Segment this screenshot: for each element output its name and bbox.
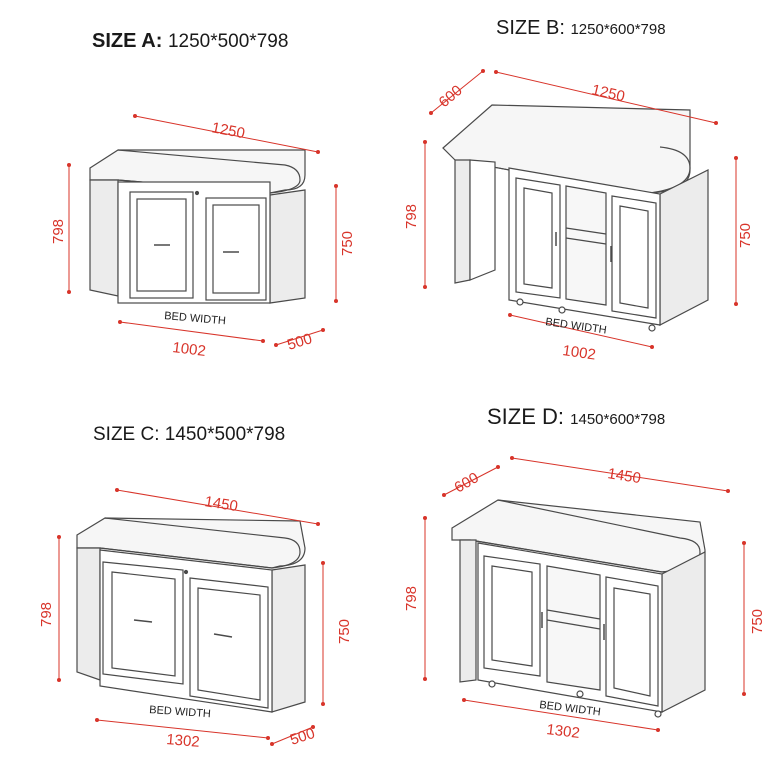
size-d-title: SIZE D: 1450*600*798 bbox=[487, 404, 665, 430]
cabinet-d bbox=[451, 499, 706, 718]
bed-width-label-b: BED WIDTH bbox=[545, 316, 608, 336]
dimensions-a bbox=[67, 114, 338, 347]
dim-line-bed-width-d bbox=[462, 698, 660, 732]
dim-line-bed-width-a bbox=[118, 320, 265, 343]
width-a: 1250 bbox=[210, 119, 246, 142]
dim-line-width-d bbox=[510, 456, 730, 493]
depth-b: 600 bbox=[436, 82, 466, 111]
dimensions-b bbox=[423, 69, 738, 349]
width-d: 1450 bbox=[606, 465, 642, 487]
size-d-label: SIZE D: bbox=[487, 404, 565, 429]
bed-width-value-a: 1002 bbox=[172, 339, 207, 360]
depth-a: 500 bbox=[285, 330, 314, 354]
height-d: 798 bbox=[403, 586, 420, 611]
height-c: 798 bbox=[38, 602, 55, 627]
inner-height-b: 750 bbox=[737, 223, 754, 248]
size-c-dims: 1450*500*798 bbox=[164, 424, 286, 445]
depth-c: 500 bbox=[288, 725, 317, 749]
width-c: 1450 bbox=[203, 493, 239, 515]
size-a-dims: 1250*500*798 bbox=[167, 31, 289, 52]
height-a: 798 bbox=[50, 219, 67, 244]
dim-line-width-b bbox=[494, 70, 718, 125]
dim-line-depth-d bbox=[442, 465, 500, 497]
dim-line-bed-width-c bbox=[95, 718, 270, 740]
bed-width-label-c: BED WIDTH bbox=[149, 704, 211, 720]
inner-height-c: 750 bbox=[336, 619, 353, 644]
size-b-dims: 1250*600*798 bbox=[570, 21, 666, 38]
size-a-label: SIZE A: bbox=[92, 30, 163, 52]
size-b-label: SIZE B: bbox=[496, 17, 565, 39]
dimensions-c bbox=[57, 488, 325, 746]
dim-line-width-c bbox=[115, 488, 320, 526]
cabinet-a bbox=[89, 149, 306, 304]
height-b: 798 bbox=[403, 204, 420, 229]
bed-width-value-c: 1302 bbox=[166, 731, 201, 751]
dim-line-width-a bbox=[133, 114, 320, 154]
size-a-title: SIZE A: 1250*500*798 bbox=[92, 30, 288, 53]
bed-width-value-b: 1002 bbox=[561, 342, 596, 363]
cabinet-c bbox=[76, 517, 306, 713]
cabinet-b bbox=[442, 104, 709, 332]
dim-line-bed-width-b bbox=[508, 313, 654, 349]
bed-width-value-d: 1302 bbox=[546, 721, 581, 742]
bed-width-label-d: BED WIDTH bbox=[539, 699, 602, 718]
dim-line-depth-b bbox=[429, 69, 485, 115]
size-b-title: SIZE B: 1250*600*798 bbox=[496, 17, 666, 40]
dimensions-d bbox=[423, 456, 746, 732]
inner-height-d: 750 bbox=[749, 609, 766, 634]
depth-d: 600 bbox=[452, 469, 482, 496]
size-c-label: SIZE C: bbox=[93, 424, 160, 445]
dim-line-depth-c bbox=[270, 725, 315, 746]
width-b: 1250 bbox=[590, 81, 626, 105]
size-d-dims: 1450*600*798 bbox=[570, 411, 666, 428]
size-c-title: SIZE C: 1450*500*798 bbox=[93, 424, 285, 446]
inner-height-a: 750 bbox=[339, 231, 356, 256]
bed-width-label-a: BED WIDTH bbox=[164, 310, 227, 327]
dim-line-depth-a bbox=[274, 328, 325, 347]
